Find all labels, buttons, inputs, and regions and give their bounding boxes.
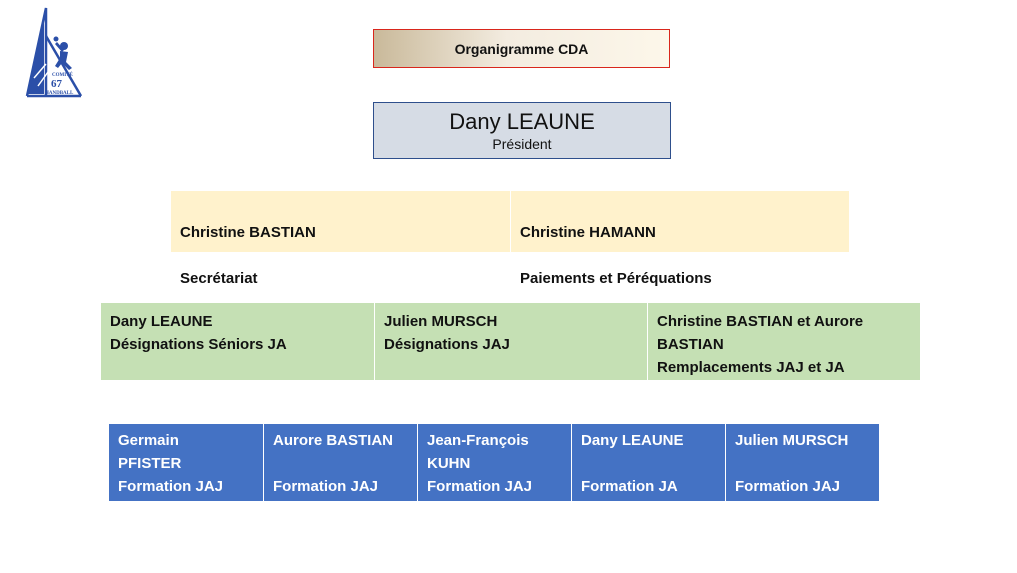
member-role: Paiements et Péréquations [520, 270, 712, 287]
level1-box: Christine HAMANN Paiements et Péréquatio… [510, 191, 849, 287]
level2-row: Dany LEAUNE Désignations Séniors JA Juli… [101, 303, 920, 380]
president-name: Dany LEAUNE [449, 108, 595, 134]
level1-box: Christine BASTIAN Secrétariat [171, 191, 510, 287]
level3-row: Germain PFISTER Formation JAJ Aurore BAS… [109, 424, 879, 501]
level3-box: Germain PFISTER Formation JAJ [109, 424, 263, 501]
level3-box: Jean-François KUHN Formation JAJ [417, 424, 571, 501]
level3-box: Dany LEAUNE Formation JA [571, 424, 725, 501]
org-chart-title: Organigramme CDA [373, 29, 670, 68]
member-name: Christine HAMANN [520, 224, 656, 241]
logo-text-top: COMITÉ [52, 72, 74, 78]
handball-committee-logo: COMITÉ 67 HANDBALL [25, 7, 83, 98]
level2-box: Christine BASTIAN et Aurore BASTIAN Remp… [647, 303, 920, 380]
level3-box: Aurore BASTIAN Formation JAJ [263, 424, 417, 501]
president-box: Dany LEAUNE Président [373, 102, 671, 159]
logo-text-bottom: HANDBALL [45, 91, 74, 96]
org-chart-title-text: Organigramme CDA [454, 40, 589, 57]
member-name: Christine BASTIAN [180, 224, 316, 241]
president-role: Président [492, 135, 552, 152]
logo-text-num: 67 [51, 78, 63, 90]
level2-box: Dany LEAUNE Désignations Séniors JA [101, 303, 374, 380]
level3-box: Julien MURSCH Formation JAJ [725, 424, 879, 501]
level2-box: Julien MURSCH Désignations JAJ [374, 303, 647, 380]
handball-player-icon [53, 36, 72, 70]
level1-row: Christine BASTIAN Secrétariat Christine … [171, 191, 849, 287]
member-role: Secrétariat [180, 270, 258, 287]
